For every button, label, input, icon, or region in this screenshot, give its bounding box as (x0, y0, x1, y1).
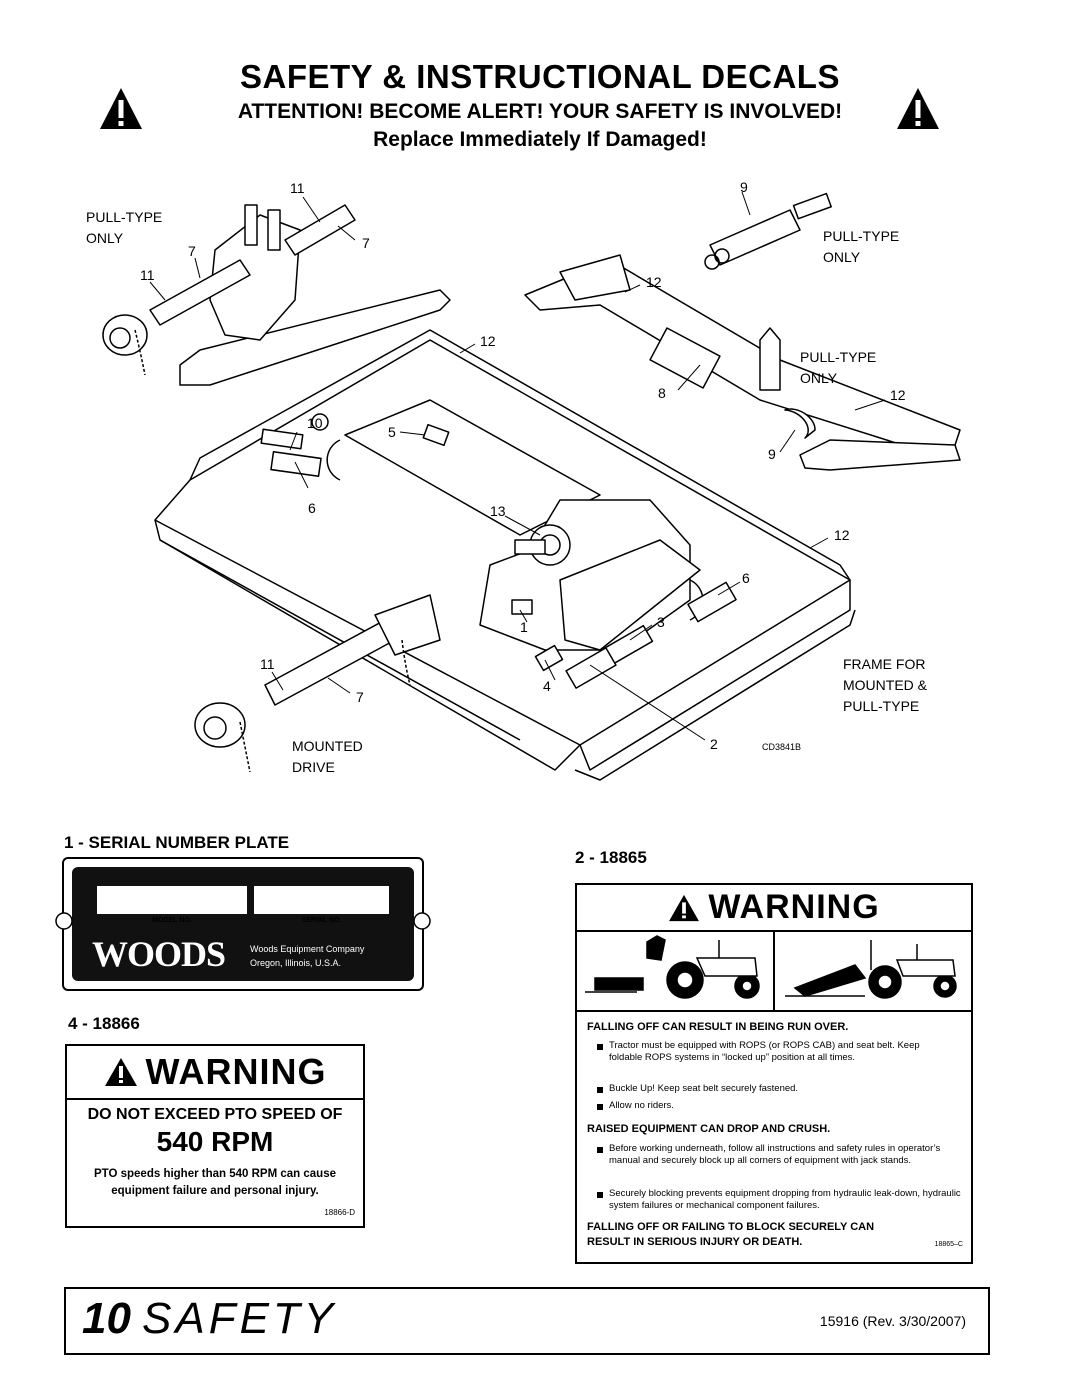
warning-word: WARNING (145, 1051, 327, 1092)
warning-triangle-icon (104, 1058, 137, 1086)
instruction-rops: Tractor must be equipped with ROPS (or R… (595, 1040, 954, 1064)
mounted-drive-label: DRIVE (292, 759, 335, 775)
warning-header: WARNING (67, 1046, 363, 1100)
callout-number: 11 (260, 656, 275, 672)
run-over-pictogram (577, 930, 775, 1012)
pto-speed-line: DO NOT EXCEED PTO SPEED OF (87, 1106, 343, 1123)
instruction-block-up: Before working underneath, follow all in… (595, 1143, 969, 1167)
model-number-box (97, 886, 247, 914)
callout-number: 6 (742, 570, 750, 586)
page-title: SAFETY & INSTRUCTIONAL DECALS (240, 58, 840, 95)
warning-triangle-icon (669, 894, 700, 921)
frame-label: FRAME FOR (843, 656, 925, 672)
serial-number-box (254, 886, 389, 914)
instruction-buckle-up: Buckle Up! Keep seat belt securely faste… (595, 1083, 954, 1095)
decal-4-heading: 4 - 18866 (68, 1014, 140, 1033)
pto-note-line-1: PTO speeds higher than 540 RPM can cause (93, 1168, 336, 1180)
decal-2-heading: 2 - 18865 (575, 848, 647, 867)
callout-number: 5 (388, 424, 396, 440)
pto-note-line-2: equipment failure and personal injury. (111, 1185, 319, 1197)
callout-number: 4 (543, 678, 551, 694)
document-revision: 15916 (Rev. 3/30/2007) (819, 1313, 966, 1329)
hazard-crush: RAISED EQUIPMENT CAN DROP AND CRUSH. (587, 1123, 831, 1135)
rivet-icon (413, 912, 431, 930)
callout-number: 8 (658, 385, 666, 401)
page-number: 10 (82, 1294, 131, 1343)
decal-code: 18865–C (934, 1241, 963, 1248)
callout-number: 11 (290, 180, 305, 196)
callout-number: 3 (657, 614, 665, 630)
serial-number-plate: MODEL NO. SERIAL NO. WOODS Woods Equipme… (55, 857, 431, 991)
pull-type-only-label: PULL-TYPE (86, 209, 162, 225)
pull-type-only-label: ONLY (86, 230, 124, 246)
cutter-decal-diagram: 11 7 7 11 9 12 12 8 12 9 10 5 6 13 12 6 … (86, 179, 961, 781)
callout-number: 7 (188, 243, 196, 259)
callout-number: 7 (362, 235, 370, 251)
replace-notice: Replace Immediately If Damaged! (373, 128, 707, 151)
callout-number: 12 (834, 527, 850, 543)
callout-number: 6 (308, 500, 316, 516)
callout-number: 9 (740, 179, 748, 195)
rivet-icon (55, 912, 73, 930)
crush-pictogram (775, 930, 971, 1012)
woods-logo: WOODS (92, 934, 226, 974)
frame-label: MOUNTED & (843, 677, 928, 693)
rpm-value: 540 RPM (156, 1126, 274, 1157)
callout-number: 12 (890, 387, 906, 403)
callout-number: 1 (520, 619, 528, 635)
callout-number: 10 (307, 415, 323, 431)
serial-plate-heading: 1 - SERIAL NUMBER PLATE (64, 833, 290, 852)
decal-code: 18866-D (324, 1208, 355, 1217)
warning-triangle-icon (100, 88, 142, 129)
frame-label: PULL-TYPE (843, 698, 919, 714)
callout-number: 11 (140, 267, 155, 283)
instruction-blocking: Securely blocking prevents equipment dro… (595, 1188, 969, 1212)
callout-number: 12 (480, 333, 496, 349)
instruction-no-riders: Allow no riders. (595, 1100, 954, 1112)
drawing-code: CD3841B (762, 742, 801, 752)
company-location: Oregon, Illinois, U.S.A. (250, 958, 342, 968)
pull-type-only-label: PULL-TYPE (823, 228, 899, 244)
warning-triangle-icon (897, 88, 939, 129)
hazard-run-over: FALLING OFF CAN RESULT IN BEING RUN OVER… (587, 1021, 849, 1033)
model-number-caption: MODEL NO. (152, 917, 192, 924)
pto-speed-warning-decal: WARNING DO NOT EXCEED PTO SPEED OF 540 R… (65, 1044, 365, 1228)
mounted-drive-label: MOUNTED (292, 738, 363, 754)
warning-word: WARNING (708, 888, 880, 926)
hazard-summary-line-1: FALLING OFF OR FAILING TO BLOCK SECURELY… (587, 1221, 875, 1233)
company-info: Woods Equipment Company Oregon, Illinois… (250, 942, 364, 970)
callout-number: 9 (768, 446, 776, 462)
callout-number: 13 (490, 503, 506, 519)
pull-type-only-label: ONLY (800, 370, 838, 386)
callout-number: 12 (646, 274, 662, 290)
rollover-crush-warning-decal: WARNING F (575, 883, 973, 1264)
serial-number-caption: SERIAL NO. (301, 917, 342, 924)
warning-header: WARNING (577, 885, 971, 932)
callout-number: 7 (356, 689, 364, 705)
page-footer: 10 SAFETY 15916 (Rev. 3/30/2007) (64, 1287, 990, 1355)
pull-type-only-label: PULL-TYPE (800, 349, 876, 365)
section-title: SAFETY (142, 1294, 338, 1343)
attention-banner: ATTENTION! BECOME ALERT! YOUR SAFETY IS … (237, 100, 843, 123)
hazard-summary-line-2: RESULT IN SERIOUS INJURY OR DEATH. (587, 1236, 803, 1248)
pull-type-only-label: ONLY (823, 249, 861, 265)
callout-number: 2 (710, 736, 718, 752)
company-name: Woods Equipment Company (250, 944, 365, 954)
